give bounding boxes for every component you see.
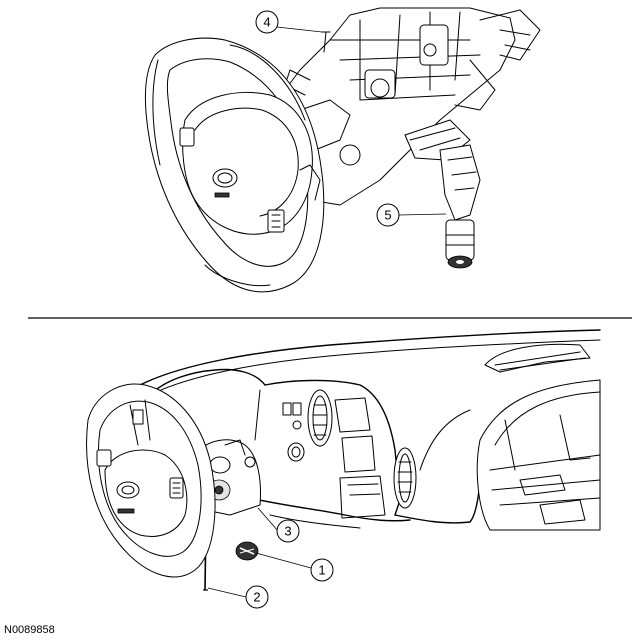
steering-column-assembly: [284, 7, 541, 269]
figure-code: N0089858: [4, 624, 55, 636]
callout-1-label: 1: [318, 563, 325, 578]
callout-4: 4: [255, 10, 323, 34]
callout-4-label: 4: [263, 15, 270, 30]
callout-1: 1: [255, 552, 334, 582]
glovebox-cutaway: [476, 379, 601, 531]
callout-2: 2: [207, 585, 269, 609]
callout-3-label: 3: [284, 524, 291, 539]
steering-wheel-top: [144, 37, 325, 293]
steering-wheel-bottom: [86, 383, 216, 578]
callout-5-label: 5: [384, 208, 391, 223]
callout-5: 5: [376, 203, 447, 227]
callout-3: 3: [257, 507, 300, 543]
callout-2-label: 2: [253, 590, 260, 605]
